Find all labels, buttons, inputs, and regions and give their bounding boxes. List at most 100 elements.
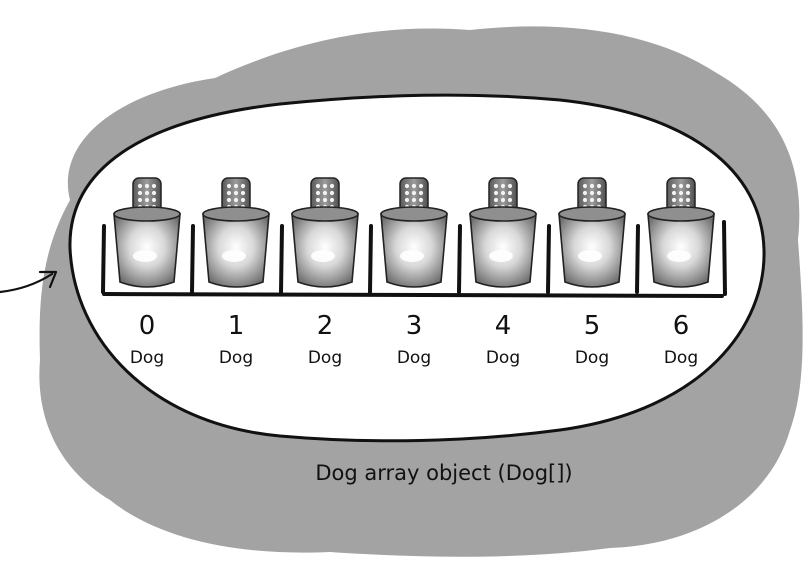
remote-button xyxy=(686,191,690,195)
remote-button xyxy=(227,184,231,188)
remote-button xyxy=(597,184,601,188)
caption: Dog array object (Dog[]) xyxy=(315,461,572,485)
remote-button xyxy=(590,198,594,202)
array-index: 3 xyxy=(406,311,423,341)
cup-rim xyxy=(648,207,714,221)
remote-button xyxy=(145,191,149,195)
cup-icon xyxy=(292,207,358,287)
cup-icon xyxy=(559,207,625,287)
cup-icon xyxy=(203,207,269,287)
remote-button xyxy=(597,198,601,202)
remote-button xyxy=(241,191,245,195)
remote-button xyxy=(590,184,594,188)
cup-highlight xyxy=(489,250,513,262)
element-type-label: Dog xyxy=(308,348,342,368)
remote-button xyxy=(234,191,238,195)
remote-button xyxy=(405,198,409,202)
remote-button xyxy=(501,198,505,202)
cup-rim xyxy=(470,207,536,221)
cup-highlight xyxy=(222,250,246,262)
remote-button xyxy=(590,191,594,195)
element-type-label: Dog xyxy=(130,348,164,368)
remote-button xyxy=(686,198,690,202)
remote-button xyxy=(152,198,156,202)
cup-rim xyxy=(559,207,625,221)
remote-button xyxy=(227,191,231,195)
remote-button xyxy=(323,198,327,202)
remote-button xyxy=(152,191,156,195)
remote-button xyxy=(419,198,423,202)
cup-icon xyxy=(470,207,536,287)
remote-button xyxy=(583,184,587,188)
cup-highlight xyxy=(578,250,602,262)
cup-rim xyxy=(292,207,358,221)
remote-button xyxy=(145,184,149,188)
remote-button xyxy=(686,184,690,188)
slot-divider xyxy=(548,226,549,292)
cup-icon xyxy=(648,207,714,287)
remote-button xyxy=(316,184,320,188)
remote-button xyxy=(672,184,676,188)
remote-button xyxy=(138,191,142,195)
remote-button xyxy=(508,198,512,202)
cup-highlight xyxy=(667,250,691,262)
remote-button xyxy=(405,184,409,188)
remote-button xyxy=(412,191,416,195)
remote-button xyxy=(323,184,327,188)
remote-button xyxy=(597,191,601,195)
remote-button xyxy=(494,184,498,188)
cup-icon xyxy=(381,207,447,287)
remote-button xyxy=(419,184,423,188)
slot-divider xyxy=(103,226,104,292)
remote-button xyxy=(316,198,320,202)
remote-button xyxy=(323,191,327,195)
array-index: 4 xyxy=(495,311,512,341)
slot-divider-end xyxy=(724,222,725,294)
remote-button xyxy=(501,184,505,188)
remote-button xyxy=(672,198,676,202)
remote-button xyxy=(583,198,587,202)
slot-divider xyxy=(459,226,460,292)
remote-button xyxy=(330,184,334,188)
array-index: 6 xyxy=(673,311,690,341)
element-type-label: Dog xyxy=(486,348,520,368)
array-index: 5 xyxy=(584,311,601,341)
cup-icon xyxy=(114,207,180,287)
cup-highlight xyxy=(133,250,157,262)
remote-button xyxy=(138,198,142,202)
remote-button xyxy=(138,184,142,188)
element-type-label: Dog xyxy=(397,348,431,368)
remote-button xyxy=(419,191,423,195)
remote-button xyxy=(583,191,587,195)
element-type-label: Dog xyxy=(575,348,609,368)
remote-button xyxy=(508,184,512,188)
array-index: 0 xyxy=(139,311,156,341)
slot-divider xyxy=(370,226,371,292)
slot-divider xyxy=(637,226,638,292)
remote-button xyxy=(672,191,676,195)
cup-highlight xyxy=(311,250,335,262)
element-type-label: Dog xyxy=(219,348,253,368)
remote-button xyxy=(501,191,505,195)
remote-button xyxy=(234,198,238,202)
remote-button xyxy=(679,191,683,195)
remote-button xyxy=(316,191,320,195)
array-baseline xyxy=(104,294,722,296)
remote-button xyxy=(330,191,334,195)
array-index: 1 xyxy=(228,311,245,341)
cup-highlight xyxy=(400,250,424,262)
remote-button xyxy=(241,184,245,188)
remote-button xyxy=(679,184,683,188)
remote-button xyxy=(494,191,498,195)
remote-button xyxy=(145,198,149,202)
array-index: 2 xyxy=(317,311,334,341)
remote-button xyxy=(152,184,156,188)
remote-button xyxy=(330,198,334,202)
remote-button xyxy=(412,184,416,188)
remote-button xyxy=(494,198,498,202)
cup-rim xyxy=(381,207,447,221)
remote-button xyxy=(227,198,231,202)
slot-divider xyxy=(281,226,282,292)
remote-button xyxy=(405,191,409,195)
